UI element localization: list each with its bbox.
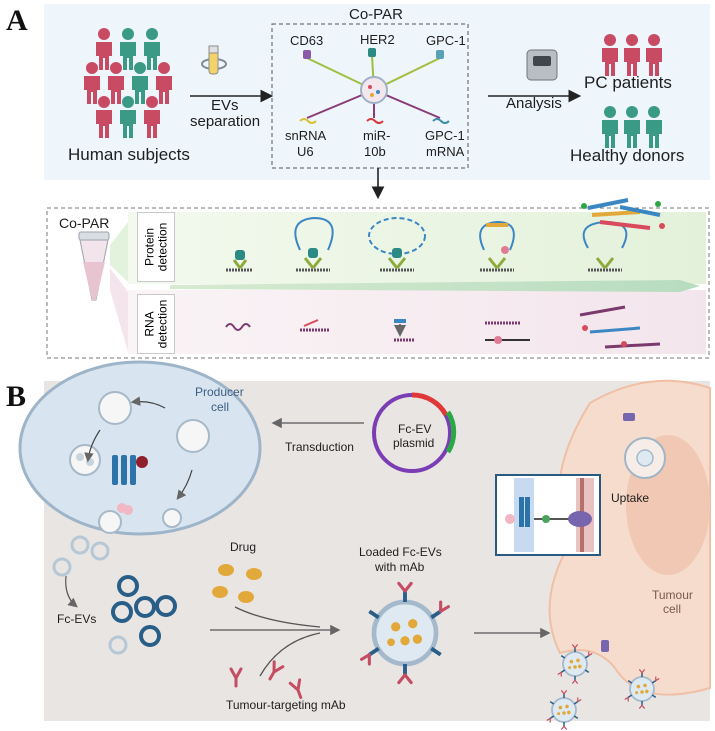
fc-evs-label: Fc-EVs	[57, 612, 97, 626]
marker-mrna: mRNA	[426, 144, 465, 159]
sample-tube-icon	[78, 222, 128, 352]
protein-detection-line-1: Protein	[142, 227, 157, 267]
rna-detection-steps	[225, 305, 661, 349]
uptake-label: Uptake	[611, 491, 650, 505]
marker-cd63: CD63	[290, 33, 324, 48]
progress-flow-arrow	[170, 280, 700, 292]
drug-label: Drug	[230, 540, 257, 554]
healthy-donors-label: Healthy donors	[570, 146, 685, 165]
evs-separation-label-2: separation	[190, 113, 261, 130]
rna-detection-band	[128, 290, 706, 354]
producer-cell-label-2: cell	[211, 400, 230, 414]
plasmid-label-2: plasmid	[393, 436, 435, 450]
tumour-cell-label-1: Tumour	[652, 588, 693, 602]
mab-label: Tumour-targeting mAb	[226, 698, 346, 712]
centrifuge-tube-icon	[201, 45, 227, 75]
marker-u6: U6	[297, 144, 314, 159]
ev-marker-diagram	[299, 48, 450, 124]
loaded-fc-evs-label-1: Loaded Fc-EVs	[359, 545, 442, 559]
mab-flow-line	[259, 632, 321, 677]
marker-mir: miR-	[363, 128, 391, 143]
fc-evs-arrow	[65, 575, 78, 608]
pc-patients-label: PC patients	[584, 73, 672, 92]
analysis-label: Analysis	[506, 95, 562, 112]
plasmid-label-1: Fc-EV	[398, 422, 432, 436]
marker-snrna: snRNA	[285, 128, 327, 143]
marker-10b: 10b	[364, 144, 386, 159]
panel-a-letter: A	[6, 4, 28, 37]
plasmid-diagram	[372, 392, 457, 473]
detail-copar-label: Co-PAR	[59, 215, 110, 231]
loaded-fc-evs-label-2: with mAb	[375, 560, 425, 574]
producer-cell	[18, 360, 262, 536]
drug-flow-line	[234, 606, 321, 628]
producer-cell-label-1: Producer	[195, 385, 244, 399]
marker-her2: HER2	[360, 32, 395, 47]
transduction-label: Transduction	[285, 440, 354, 454]
analyzer-instrument-icon	[526, 49, 558, 81]
marker-gpc1-rna: GPC-1	[425, 128, 465, 143]
copar-box	[271, 23, 469, 169]
rna-detection-line-2: detection	[155, 299, 170, 349]
drug-pellets	[212, 564, 262, 603]
evs-separation-label-1: EVs	[211, 97, 239, 114]
membrane-inset	[495, 474, 601, 556]
rna-detection-line-1: RNA	[142, 311, 157, 337]
panel-b-letter: B	[6, 380, 27, 413]
copar-title: Co-PAR	[349, 6, 403, 23]
tumour-cell	[548, 379, 711, 696]
protein-detection-steps	[226, 198, 665, 272]
marker-gpc1: GPC-1	[426, 33, 466, 48]
tumour-cell-label-2: cell	[663, 602, 682, 616]
human-subjects-label: Human subjects	[68, 145, 190, 164]
protein-detection-line-2: detection	[155, 222, 170, 272]
